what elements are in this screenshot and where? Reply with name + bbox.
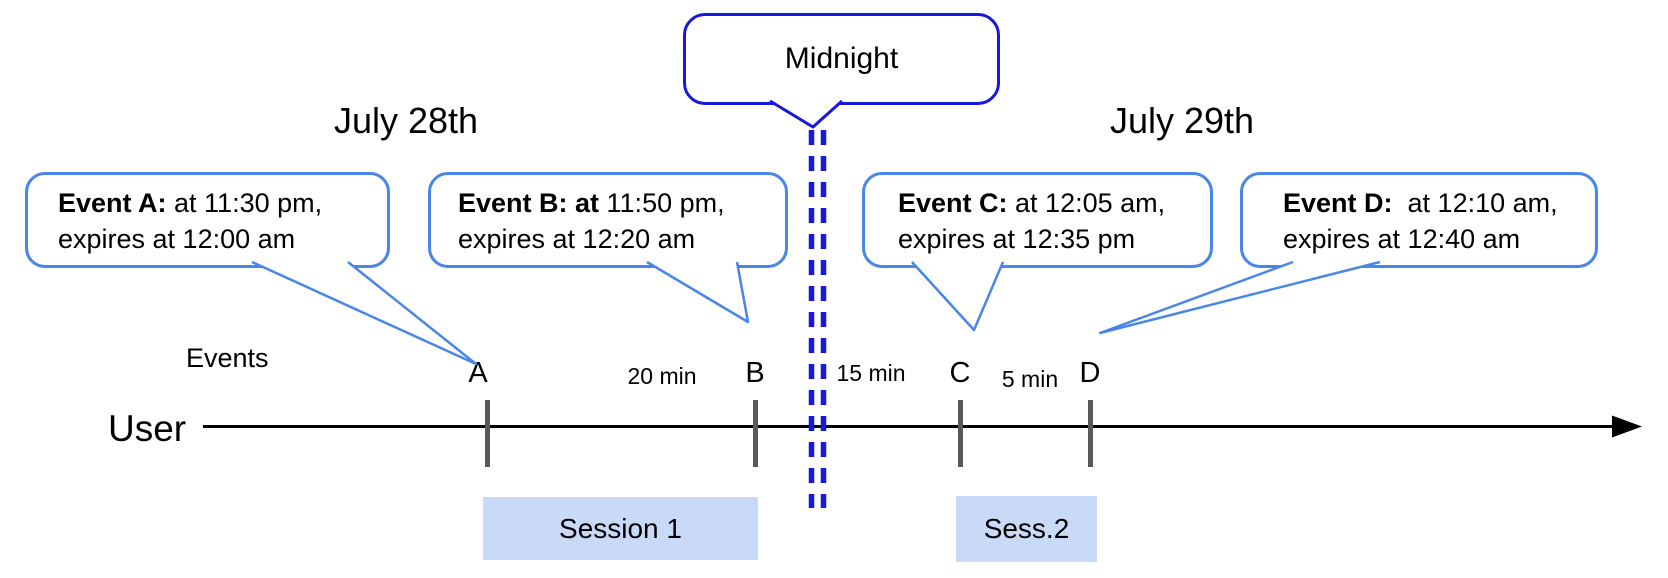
event-d-time: at 12:10 am, <box>1392 188 1558 218</box>
event-a-title: Event A: <box>58 188 167 218</box>
event-d-line2: expires at 12:40 am <box>1283 224 1521 254</box>
session-2-label: Sess.2 <box>983 513 1070 544</box>
event-a-callout-tail <box>251 260 478 366</box>
date-label-july-28: July 28th <box>333 100 479 141</box>
event-b-time: 11:50 pm, <box>599 188 725 218</box>
tick-label-d: D <box>1079 357 1101 389</box>
event-b-line1: Event B: at 11:50 pm, <box>458 185 785 221</box>
event-a-line1: Event A: at 11:30 pm, <box>58 185 387 221</box>
event-a-time: at 11:30 pm, <box>166 188 323 218</box>
interval-label-5min: 5 min <box>1001 366 1059 392</box>
event-b-callout: Event B: at 11:50 pm, expires at 12:20 a… <box>428 172 788 268</box>
event-a-line2: expires at 12:00 am <box>58 224 296 254</box>
event-b-callout-tail <box>646 260 750 324</box>
session-1-box: Session 1 <box>483 497 758 560</box>
event-c-title: Event C: <box>898 188 1008 218</box>
tick-label-a: A <box>468 357 488 389</box>
interval-label-20min: 20 min <box>627 363 697 389</box>
event-b-line2: expires at 12:20 am <box>458 224 696 254</box>
event-d-callout: Event D: at 12:10 am, expires at 12:40 a… <box>1240 172 1598 268</box>
timeline-arrowhead-icon <box>1612 415 1642 438</box>
event-c-callout-tail <box>911 261 1005 332</box>
date-label-july-29: July 29th <box>1109 100 1255 141</box>
event-d-line1: Event D: at 12:10 am, <box>1283 185 1595 221</box>
tick-label-c: C <box>949 357 971 389</box>
session-1-label: Session 1 <box>559 512 682 544</box>
midnight-callout-label: Midnight <box>784 42 899 75</box>
events-row-label: Events <box>186 343 269 373</box>
event-c-line2: expires at 12:35 pm <box>898 224 1136 254</box>
interval-label-15min: 15 min <box>836 360 906 386</box>
event-a-callout: Event A: at 11:30 pm, expires at 12:00 a… <box>25 172 390 268</box>
midnight-callout: Midnight <box>683 13 1000 105</box>
event-d-title: Event D: <box>1283 188 1393 218</box>
user-row-label: User <box>108 408 187 449</box>
event-d-callout-tail <box>1098 260 1381 335</box>
event-b-title: Event B: at <box>458 188 600 218</box>
tick-label-b: B <box>745 357 765 389</box>
event-c-time: at 12:05 am, <box>1007 188 1166 218</box>
event-c-line1: Event C: at 12:05 am, <box>898 185 1210 221</box>
session-2-box: Sess.2 <box>956 496 1097 562</box>
event-c-callout: Event C: at 12:05 am, expires at 12:35 p… <box>862 172 1213 268</box>
